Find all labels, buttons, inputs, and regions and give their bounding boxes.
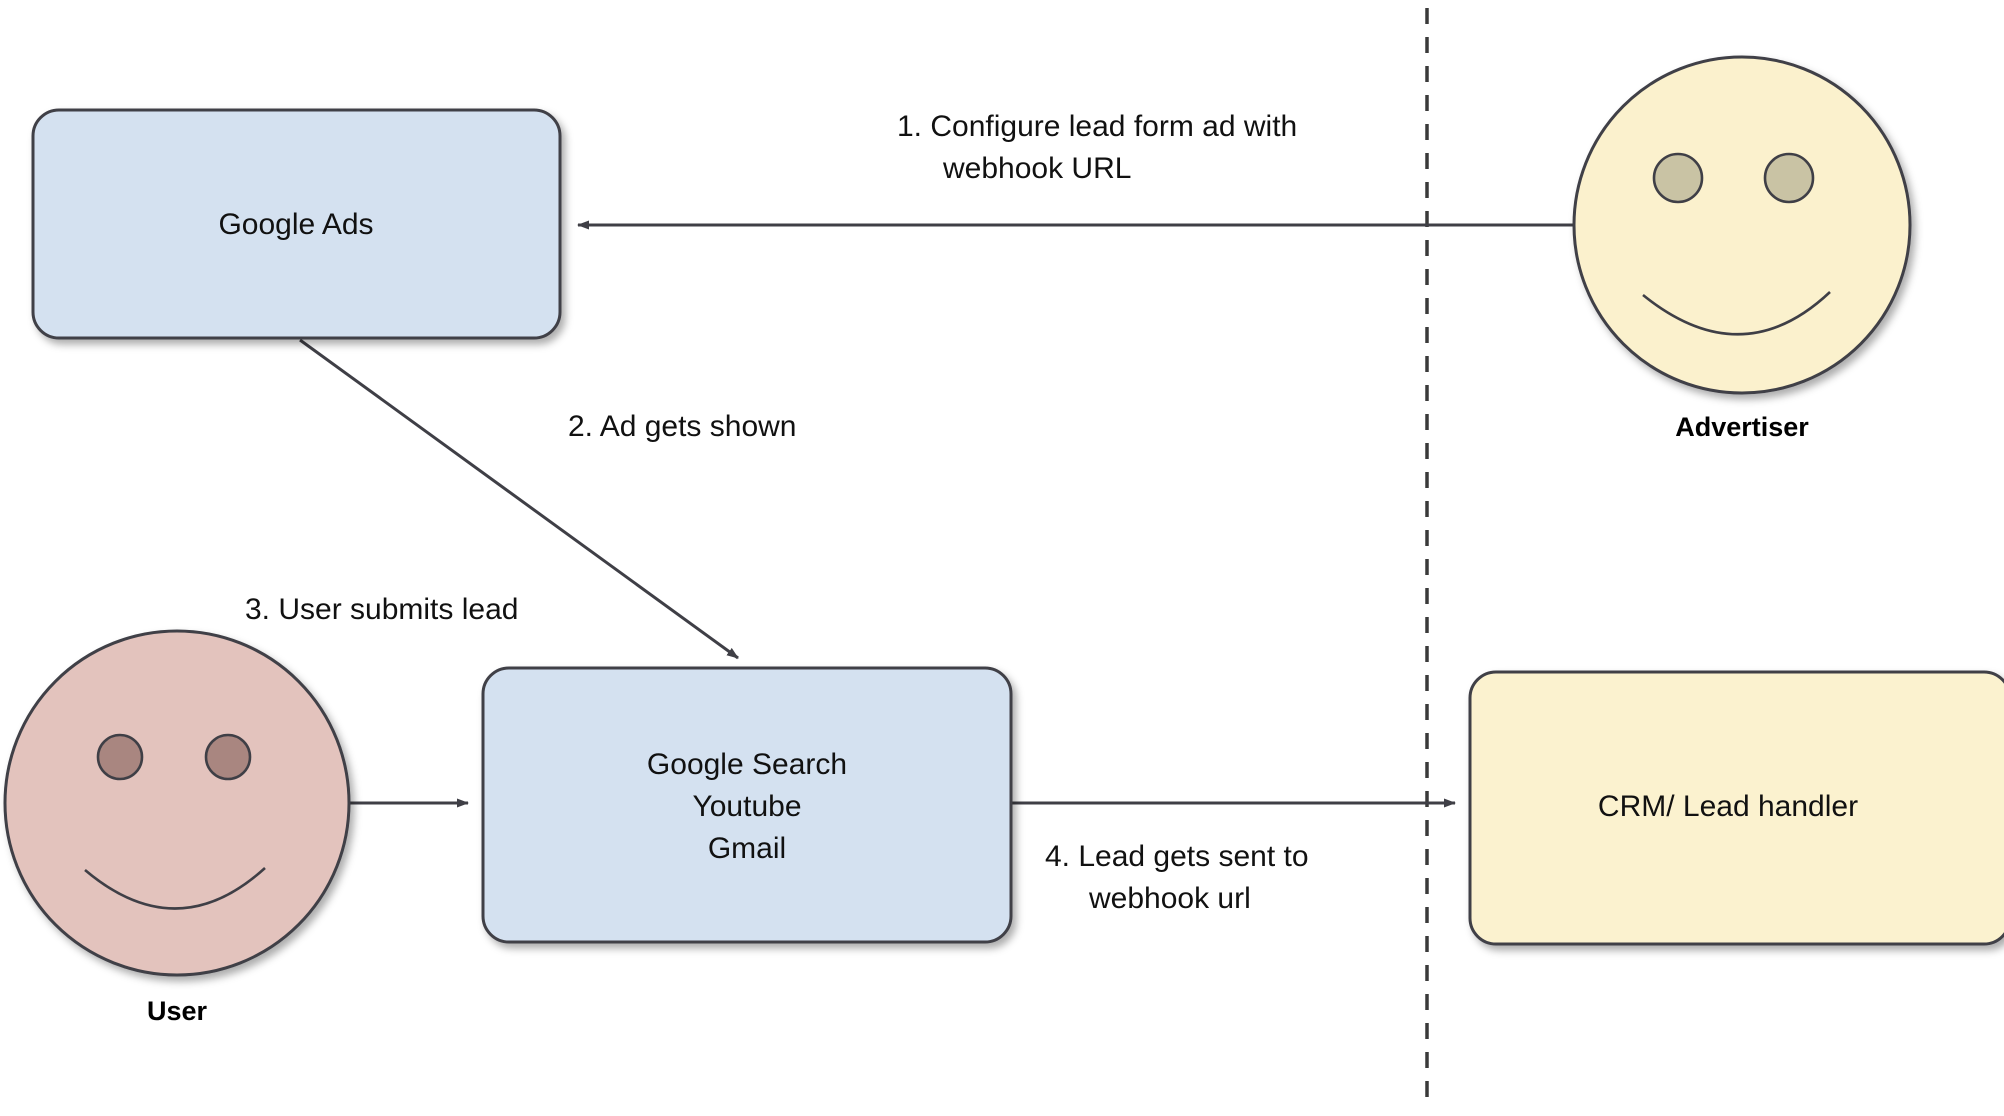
node-advertiser[interactable]: Advertiser: [1572, 55, 1912, 442]
edge-1-label-line-2: webhook URL: [942, 152, 1131, 185]
advertiser-right-eye-icon: [1763, 152, 1815, 204]
edge-2-line: [299, 338, 739, 660]
node-google-ads[interactable]: Google Ads: [31, 108, 562, 340]
crm-lead-handler-label: CRM/ Lead handler: [1598, 790, 1858, 823]
advertiser-face-icon: [1572, 55, 1912, 395]
user-right-eye-icon: [204, 733, 252, 781]
google-ads-label: Google Ads: [218, 208, 373, 241]
node-crm-lead-handler[interactable]: CRM/ Lead handler: [1468, 670, 2004, 946]
edge-2-label-line-1: 2. Ad gets shown: [568, 410, 797, 443]
google-properties-line-2: Youtube: [692, 790, 801, 823]
edge-3-label: 3. User submits lead: [245, 593, 518, 626]
advertiser-left-eye-icon: [1652, 152, 1704, 204]
edge-4-label: 4. Lead gets sent to webhook url: [1045, 840, 1309, 915]
edge-4-label-line-2: webhook url: [1088, 882, 1251, 915]
edge-2-label: 2. Ad gets shown: [568, 410, 797, 443]
node-user[interactable]: User: [3, 629, 351, 1026]
advertiser-caption: Advertiser: [1675, 412, 1809, 442]
google-properties-line-1: Google Search: [647, 748, 847, 781]
google-properties-box-shape: [481, 666, 1013, 944]
google-properties-line-3: Gmail: [708, 832, 786, 865]
user-smile-icon: [84, 867, 266, 910]
edge-1-label: 1. Configure lead form ad with webhook U…: [897, 110, 1297, 185]
advertiser-smile-icon: [1642, 291, 1831, 336]
edge-4-label-line-1: 4. Lead gets sent to: [1045, 840, 1309, 873]
node-google-properties[interactable]: Google Search Youtube Gmail: [481, 666, 1013, 944]
edge-1-label-line-1: 1. Configure lead form ad with: [897, 110, 1297, 143]
crm-lead-handler-box-shape: [1468, 670, 2004, 946]
user-left-eye-icon: [96, 733, 144, 781]
google-ads-box-shape: [31, 108, 562, 340]
user-face-icon: [3, 629, 351, 977]
edge-3-label-line-1: 3. User submits lead: [245, 593, 518, 626]
user-caption: User: [147, 996, 208, 1026]
edge-google-ads-to-google-properties: [299, 338, 739, 660]
